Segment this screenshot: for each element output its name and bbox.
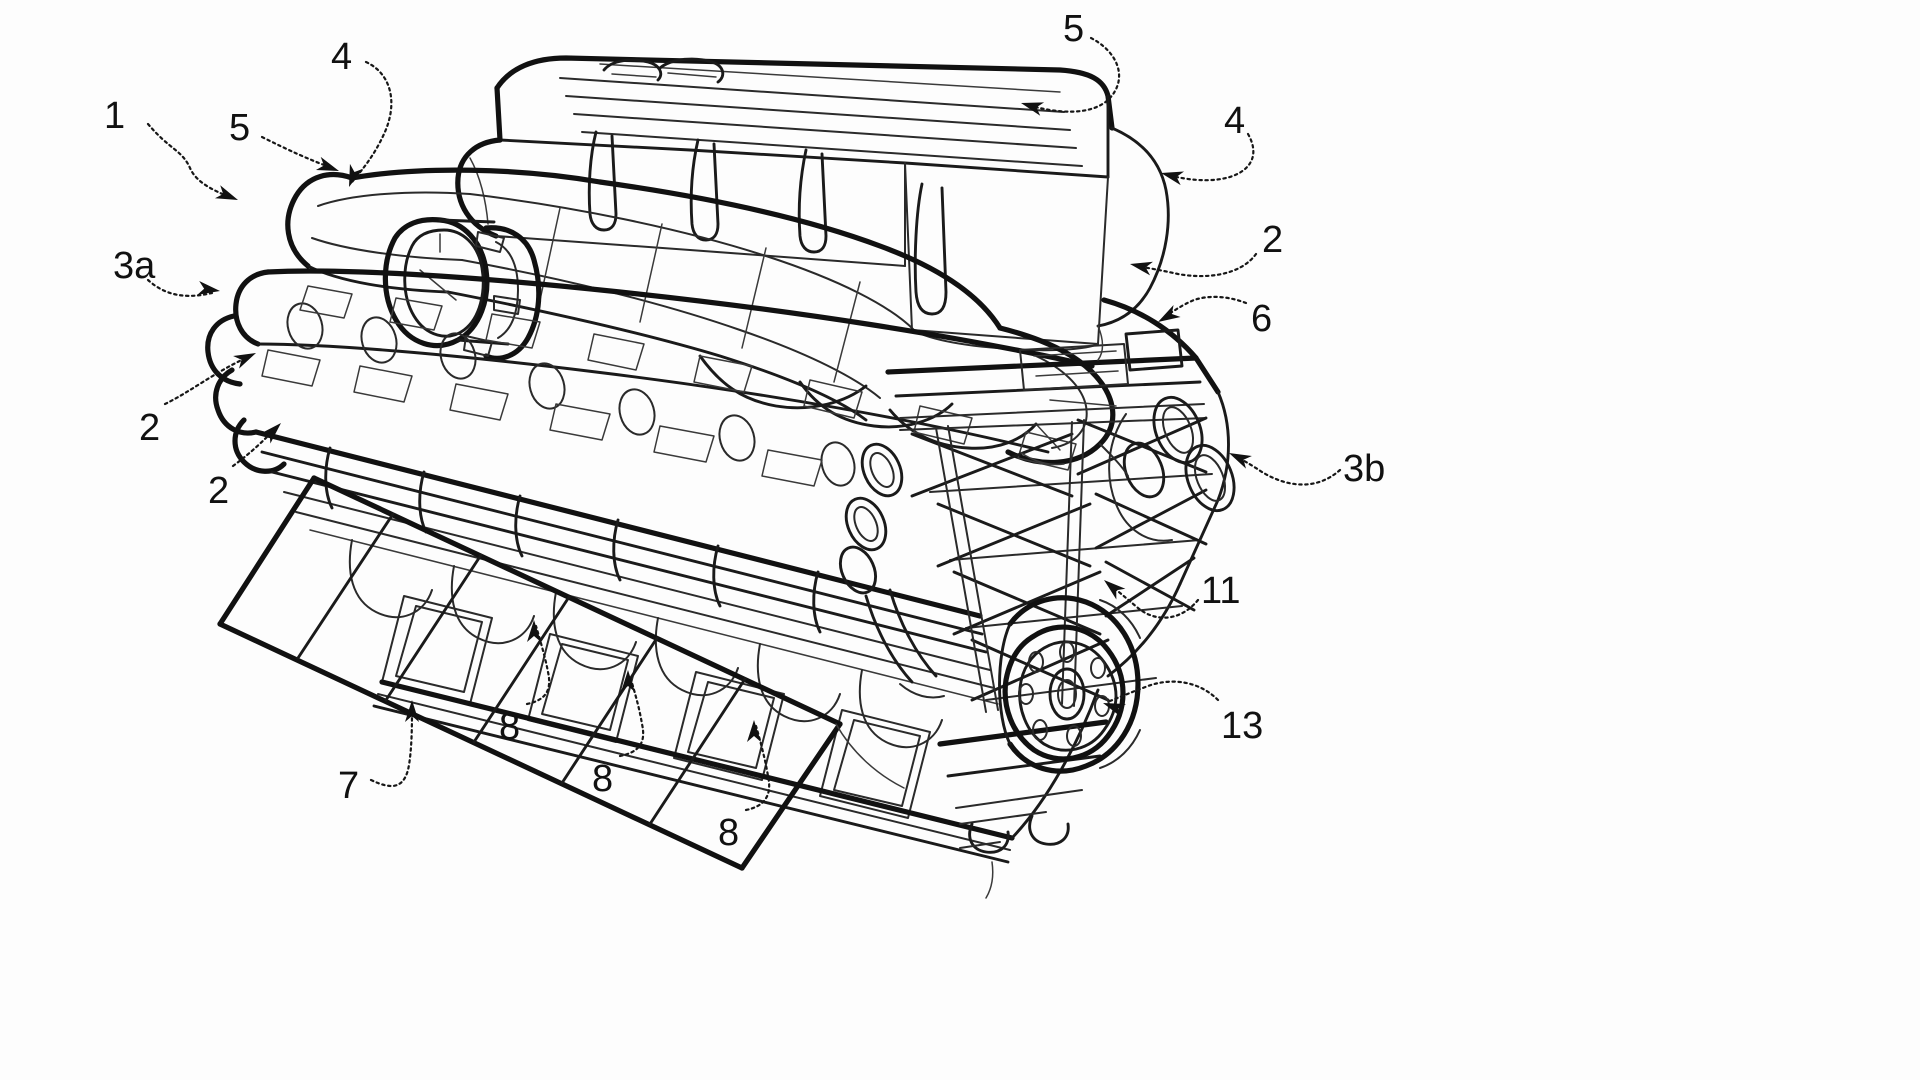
leader-arrowhead-7 [405, 700, 419, 722]
leader-arrowhead-8 [747, 720, 761, 742]
misc-detail-group [835, 325, 1129, 899]
leader-line-6 [1161, 295, 1248, 320]
cylinder-head-deck-group [205, 268, 1095, 487]
reference-numeral-6: 6 [1251, 298, 1273, 340]
leader-arrowhead-3b [1229, 453, 1252, 469]
leader-line-2 [163, 355, 250, 406]
leader-arrowhead-2 [233, 353, 256, 369]
oil-pan-flange-group [217, 475, 843, 871]
reference-numeral-5: 5 [1063, 8, 1085, 50]
reference-numeral-11: 11 [1201, 570, 1241, 612]
deck-pads-lower [261, 349, 823, 487]
leader-line-5 [1026, 36, 1121, 113]
leader-line-4 [1166, 132, 1255, 182]
leader-line-3a [146, 278, 214, 297]
reference-numeral-4: 4 [331, 36, 353, 78]
bearing-bosses [348, 539, 943, 748]
callout-leaders [146, 36, 1342, 812]
reference-numeral-1: 1 [104, 95, 126, 137]
reference-numeral-3b: 3b [1343, 448, 1386, 490]
reference-numeral-2: 2 [139, 407, 161, 449]
reference-numeral-5: 5 [229, 107, 251, 149]
reference-numeral-2: 2 [208, 470, 230, 512]
leader-arrowhead-8 [621, 670, 635, 692]
cylinder-block-side-group [253, 429, 1015, 864]
leader-arrowhead-13 [1103, 703, 1127, 718]
leader-arrowhead-8 [527, 620, 541, 642]
reference-numeral-8: 8 [499, 706, 521, 748]
leader-line-3b [1234, 455, 1342, 486]
reference-numeral-8: 8 [592, 758, 614, 800]
right-ports [1108, 395, 1236, 542]
leader-arrowhead-4 [349, 163, 364, 187]
crank-pulley-group [998, 595, 1141, 774]
engine-cover-group [455, 55, 1170, 352]
reference-numeral-3a: 3a [113, 245, 156, 287]
reference-numeral-2: 2 [1262, 219, 1284, 261]
leader-arrowhead-5 [1021, 102, 1045, 116]
leader-line-11 [1108, 583, 1200, 619]
leader-arrowhead-5 [315, 156, 339, 171]
intake-manifold-group [285, 167, 1117, 466]
reference-numeral-7: 7 [338, 765, 360, 807]
leader-line-5 [260, 135, 334, 170]
leader-line-13 [1108, 680, 1220, 703]
reference-numeral-13: 13 [1221, 705, 1264, 747]
leader-arrowhead-6 [1158, 304, 1181, 322]
leader-arrowhead-3a [197, 281, 220, 295]
block-flank-ports [838, 442, 904, 595]
bore-openings [286, 302, 856, 487]
reference-numeral-4: 4 [1224, 100, 1246, 142]
leader-line-2 [1135, 252, 1258, 278]
pulley-bolt-circle [1018, 641, 1110, 747]
leader-arrowhead-2 [260, 423, 281, 444]
leader-arrowhead-11 [1104, 580, 1126, 600]
leader-arrowhead-2 [1130, 261, 1153, 276]
leader-line-4 [350, 60, 393, 184]
leader-arrowhead-1 [214, 185, 238, 200]
reference-numeral-8: 8 [718, 812, 740, 854]
leader-line-1 [146, 122, 234, 200]
leader-arrowhead-4 [1161, 171, 1185, 186]
leader-line-7 [369, 704, 414, 788]
